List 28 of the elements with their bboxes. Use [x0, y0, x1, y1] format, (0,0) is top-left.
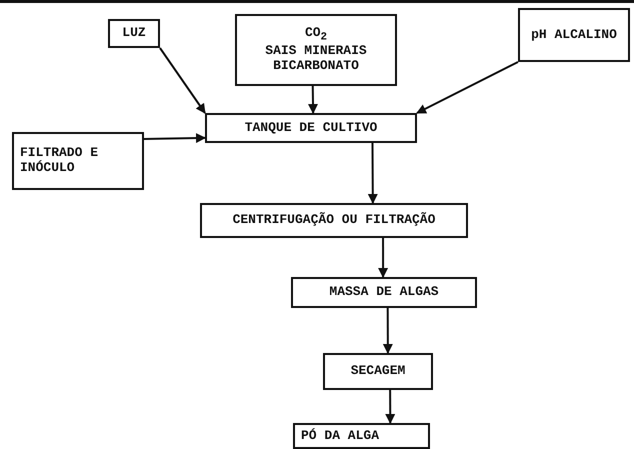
arrow — [382, 308, 393, 354]
step-label: BICARBONATO — [273, 59, 359, 74]
process-box — [200, 203, 468, 238]
arrow — [378, 238, 388, 278]
process-box — [108, 19, 160, 48]
step-label: pH ALCALINO — [531, 28, 617, 42]
step-label: CO$_{2}$ — [304, 26, 328, 44]
step-label: SECAGEM — [350, 364, 406, 379]
process-box — [293, 423, 430, 449]
arrow — [159, 47, 206, 114]
arrow — [368, 143, 378, 204]
process-box — [12, 132, 144, 190]
process-box — [205, 113, 417, 143]
step-label: TANQUE DE CULTIVO — [244, 120, 378, 136]
step-label: PÓ DA ALGA — [301, 428, 380, 444]
process-box — [235, 14, 397, 86]
step-label: CENTRIFUGAÇÃO OU FILTRAÇÃO — [232, 213, 436, 228]
process-box — [323, 353, 433, 390]
arrow — [308, 86, 318, 114]
arrow — [144, 133, 206, 144]
process-box — [291, 277, 477, 308]
arrow — [385, 390, 396, 424]
process-box — [518, 8, 630, 62]
step-label: SAIS MINERAIS — [265, 44, 367, 60]
arrow — [416, 61, 518, 114]
step-label: FILTRADO E INÓCULO — [20, 146, 100, 176]
step-label: MASSA DE ALGAS — [329, 285, 439, 300]
step-label: LUZ — [122, 26, 146, 41]
